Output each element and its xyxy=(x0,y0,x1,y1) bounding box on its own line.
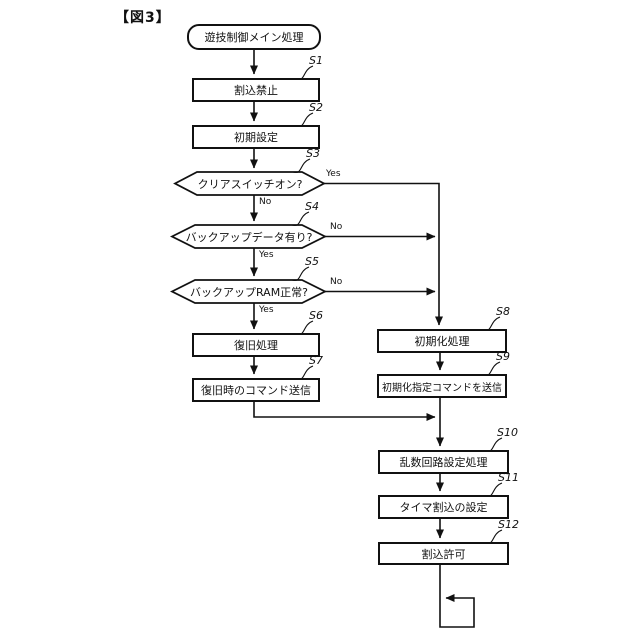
step-label-s2: S2 xyxy=(309,101,323,114)
decision-s4: バックアップデータ有り? xyxy=(185,230,313,244)
process-box-s2: 初期設定 xyxy=(192,125,320,149)
process-box-s8: 初期化処理 xyxy=(377,329,507,353)
process-box-s10: 乱数回路設定処理 xyxy=(378,450,509,474)
leader-s3 xyxy=(292,158,311,174)
process-box-s11: タイマ割込の設定 xyxy=(378,495,509,519)
step-label-s5: S5 xyxy=(305,255,319,268)
branch-label-s4-no: No xyxy=(330,222,343,232)
decision-shapes xyxy=(169,171,328,304)
process-box-s9: 初期化指定コマンドを送信 xyxy=(377,374,507,398)
branch-label-s5-yes: Yes xyxy=(259,305,274,315)
leader-s5 xyxy=(291,266,310,282)
branch-label-s3-no: No xyxy=(259,197,272,207)
decision-shape-s5 xyxy=(169,279,328,304)
branch-label-s3-yes: Yes xyxy=(326,169,341,179)
step-label-s6: S6 xyxy=(309,309,323,322)
step-label-s9: S9 xyxy=(496,350,510,363)
leader-s4 xyxy=(291,211,310,227)
step-label-s1: S1 xyxy=(309,54,323,67)
process-box-s1: 割込禁止 xyxy=(192,78,320,102)
step-label-s7: S7 xyxy=(309,354,323,367)
decision-shape-s3 xyxy=(173,171,326,196)
decision-shape-s4 xyxy=(169,224,328,249)
arrow-s7-merge xyxy=(253,398,436,421)
decision-s3: クリアスイッチオン? xyxy=(197,177,303,191)
decision-s5: バックアップRAM正常? xyxy=(189,285,309,299)
branch-label-s5-no: No xyxy=(330,277,343,287)
process-box-s6: 復旧処理 xyxy=(192,333,320,357)
step-label-s11: S11 xyxy=(498,471,519,484)
start-node: 遊技制御メイン処理 xyxy=(187,24,321,50)
step-label-s4: S4 xyxy=(305,200,319,213)
arrow-main-loop xyxy=(439,562,475,628)
arrow-s3-yes-to-s8 xyxy=(324,182,443,326)
step-label-s12: S12 xyxy=(498,518,519,531)
step-label-s10: S10 xyxy=(497,426,518,439)
figure-label: 【図3】 xyxy=(115,10,171,26)
process-box-s7: 復旧時のコマンド送信 xyxy=(192,378,320,402)
step-label-s8: S8 xyxy=(496,305,510,318)
process-box-s12: 割込許可 xyxy=(378,542,509,565)
step-label-s3: S3 xyxy=(306,147,320,160)
branch-label-s4-yes: Yes xyxy=(259,250,274,260)
